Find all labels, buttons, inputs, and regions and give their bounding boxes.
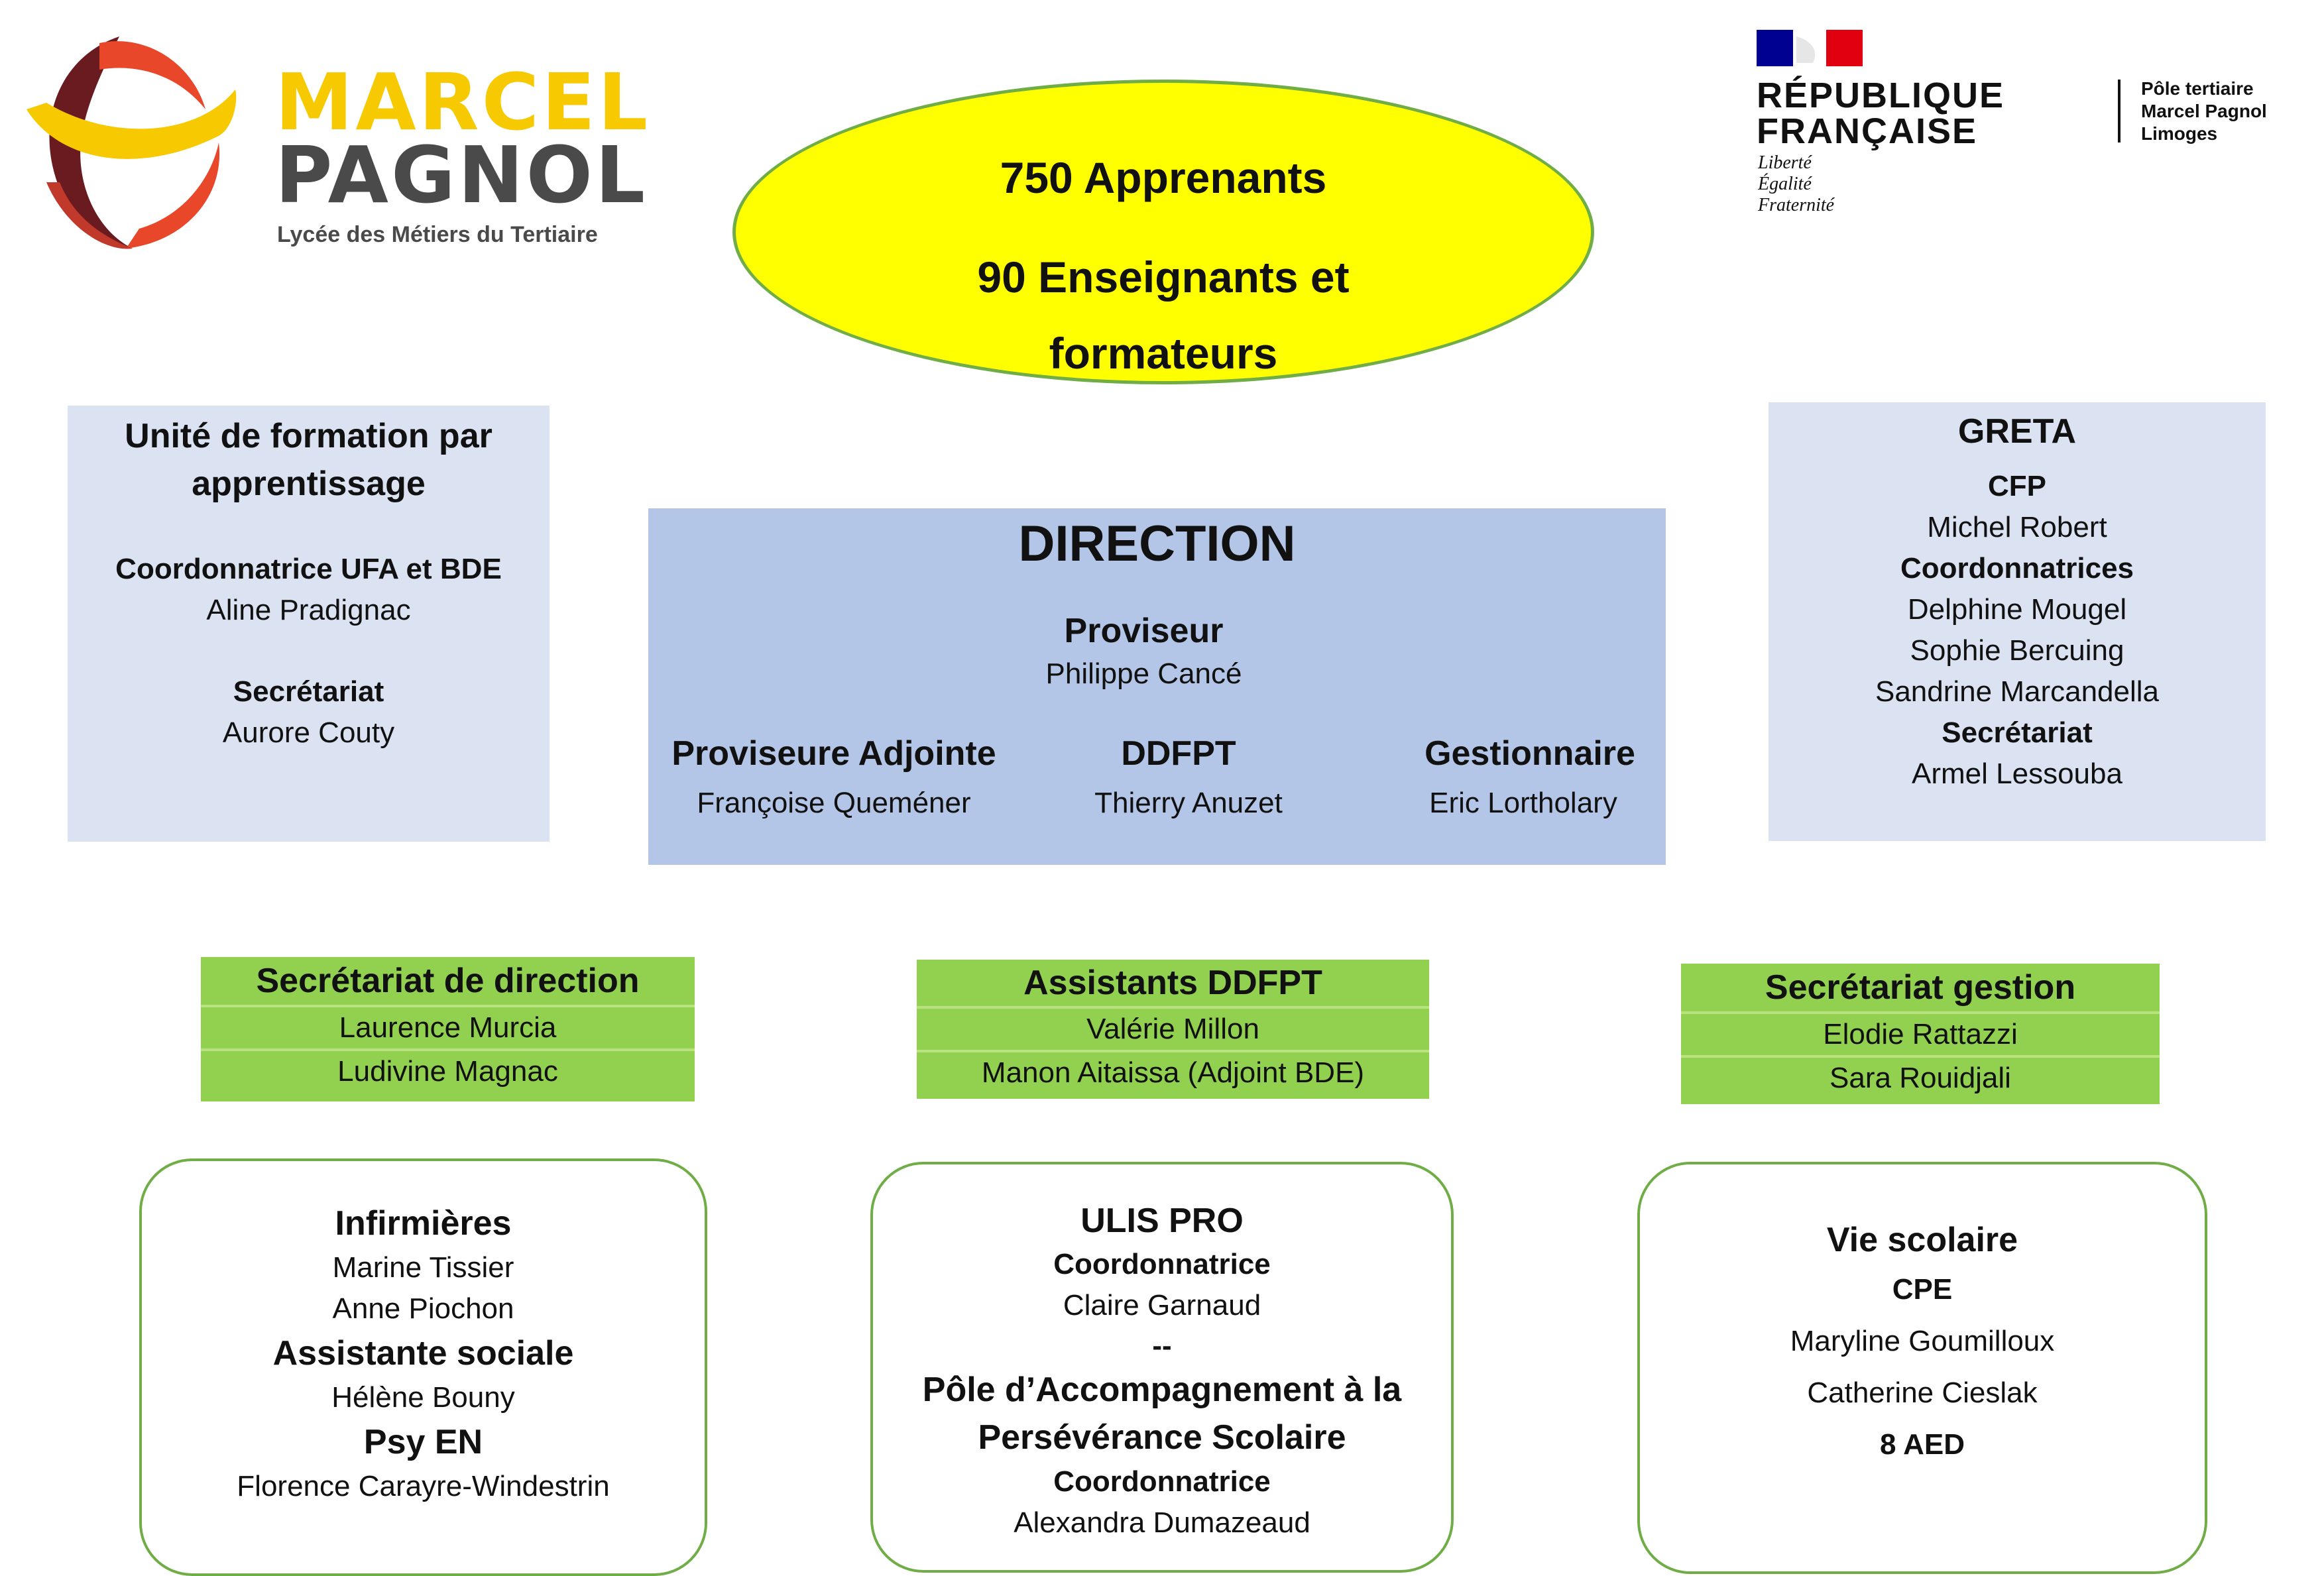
motto-egalite: Égalité	[1758, 174, 1812, 194]
ufa-role-coordonnatrice: Coordonnatrice UFA et BDE	[115, 553, 502, 585]
ddfpt-role: DDFPT	[1121, 734, 1236, 773]
republique-text: RÉPUBLIQUE	[1757, 76, 2005, 115]
vie-scolaire-box: Vie scolaire CPE Maryline Goumilloux Cat…	[1637, 1162, 2207, 1574]
ufa-role-secretariat: Secrétariat	[233, 675, 384, 708]
ulis-coord2-name: Alexandra Dumazeaud	[1014, 1506, 1310, 1539]
ulis-pro-box: ULIS PRO Coordonnatrice Claire Garnaud -…	[870, 1162, 1454, 1573]
pole-title-line1: Pôle d’Accompagnement à la	[922, 1371, 1402, 1409]
assistante-sociale-name: Hélène Bouny	[331, 1381, 515, 1414]
adjointe-name: Françoise Queméner	[697, 787, 971, 819]
sante-social-box: Infirmières Marine Tissier Anne Piochon …	[139, 1158, 707, 1576]
greta-sec-role: Secrétariat	[1942, 716, 2093, 749]
assistants-ddfpt-name: Valérie Millon	[917, 1009, 1429, 1052]
francaise-text: FRANÇAISE	[1757, 111, 1978, 151]
ddfpt-name: Thierry Anuzet	[1094, 787, 1283, 819]
ulis-title: ULIS PRO	[1080, 1202, 1244, 1240]
ufa-name-coordonnatrice: Aline Pradignac	[206, 594, 411, 626]
adjointe-role: Proviseure Adjointe	[671, 734, 996, 773]
psy-en-role: Psy EN	[363, 1423, 483, 1461]
motto-fraternite: Fraternité	[1758, 195, 1835, 215]
logo-divider	[2118, 80, 2121, 142]
infirmieres-role: Infirmières	[335, 1204, 512, 1243]
republique-francaise-logo: RÉPUBLIQUE FRANÇAISE Liberté Égalité Fra…	[1757, 30, 2300, 229]
ulis-coord1-role: Coordonnatrice	[1053, 1248, 1271, 1280]
logo-side-text: Pôle tertiaire Marcel Pagnol Limoges	[2141, 78, 2267, 145]
assistants-ddfpt-name: Manon Aitaissa (Adjoint BDE)	[981, 1056, 1365, 1089]
motto: Liberté Égalité Fraternité	[1758, 152, 1834, 216]
ufa-title-line1: Unité de formation par	[125, 417, 493, 455]
side-text-line: Marcel Pagnol	[2141, 101, 2267, 121]
greta-coord-name: Delphine Mougel	[1907, 593, 2127, 626]
vie-scolaire-title: Vie scolaire	[1826, 1221, 2018, 1259]
proviseur-name: Philippe Cancé	[1045, 657, 1242, 690]
cpe-name: Maryline Goumilloux	[1790, 1325, 2055, 1357]
marcel-pagnol-logo: MARCEL PAGNOL Lycée des Métiers du Terti…	[20, 30, 648, 255]
ufa-name-secretariat: Aurore Couty	[222, 716, 395, 749]
logo-tagline: Lycée des Métiers du Tertiaire	[277, 222, 598, 247]
greta-coord-role: Coordonnatrices	[1900, 552, 2134, 585]
side-text-line: Pôle tertiaire	[2141, 78, 2254, 99]
side-text-line: Limoges	[2141, 123, 2218, 144]
stat-enseignants: 90 Enseignants et	[977, 253, 1350, 302]
assistante-sociale-role: Assistante sociale	[272, 1334, 574, 1373]
assistants-ddfpt-box: Assistants DDFPT Valérie Millon Manon Ai…	[917, 960, 1429, 1099]
secretariat-gestion-title: Secrétariat gestion	[1681, 964, 2160, 1014]
infirmiere-name: Anne Piochon	[332, 1292, 514, 1325]
greta-cfp-name: Michel Robert	[1927, 511, 2107, 543]
greta-sec-name: Armel Lessouba	[1912, 758, 2122, 790]
gestionnaire-role: Gestionnaire	[1424, 734, 1635, 773]
cpe-name: Catherine Cieslak	[1807, 1377, 2038, 1409]
assistants-ddfpt-title: Assistants DDFPT	[917, 960, 1429, 1009]
direction-title: DIRECTION	[1018, 516, 1296, 572]
greta-cfp-role: CFP	[1988, 470, 2046, 502]
logo-word-marcel: MARCEL	[275, 56, 651, 148]
greta-box: GRETA CFP Michel Robert Coordonnatrices …	[1769, 402, 2266, 841]
secretariat-gestion-box: Secrétariat gestion Elodie Rattazzi Sara…	[1681, 964, 2160, 1104]
aed-count: 8 AED	[1880, 1428, 1965, 1461]
secretariat-direction-title: Secrétariat de direction	[201, 957, 695, 1007]
greta-title: GRETA	[1957, 412, 2077, 451]
ufa-box: Unité de formation par apprentissage Coo…	[68, 406, 550, 842]
secretariat-gestion-name: Sara Rouidjali	[1830, 1062, 2011, 1094]
secretariat-gestion-name: Elodie Rattazzi	[1681, 1014, 2160, 1058]
logo-word-pagnol: PAGNOL	[275, 129, 648, 221]
cpe-role: CPE	[1892, 1273, 1953, 1306]
stats-ellipse: 750 Apprenants 90 Enseignants et formate…	[732, 80, 1594, 384]
greta-coord-name: Sophie Bercuing	[1910, 634, 2124, 667]
pole-title-line2: Persévérance Scolaire	[978, 1418, 1346, 1457]
ulis-separator: --	[1152, 1329, 1172, 1362]
secretariat-direction-name: Laurence Murcia	[201, 1007, 695, 1051]
ufa-title-line2: apprentissage	[192, 465, 426, 503]
psy-en-name: Florence Carayre-Windestrin	[237, 1470, 610, 1502]
stat-apprenants: 750 Apprenants	[1000, 153, 1327, 202]
direction-box: DIRECTION Proviseur Philippe Cancé Provi…	[648, 508, 1666, 865]
motto-liberte: Liberté	[1758, 152, 1812, 173]
infirmiere-name: Marine Tissier	[332, 1251, 514, 1284]
marcel-pagnol-emblem-icon	[27, 36, 237, 249]
gestionnaire-name: Eric Lortholary	[1429, 787, 1617, 819]
ulis-coord2-role: Coordonnatrice	[1053, 1465, 1271, 1498]
stat-formateurs: formateurs	[1049, 329, 1278, 378]
secretariat-direction-name: Ludivine Magnac	[337, 1055, 558, 1088]
ulis-coord1-name: Claire Garnaud	[1063, 1289, 1261, 1322]
secretariat-direction-box: Secrétariat de direction Laurence Murcia…	[201, 957, 695, 1101]
greta-coord-name: Sandrine Marcandella	[1875, 675, 2160, 708]
proviseur-role: Proviseur	[1064, 612, 1224, 650]
marianne-flag-icon	[1757, 30, 1863, 66]
